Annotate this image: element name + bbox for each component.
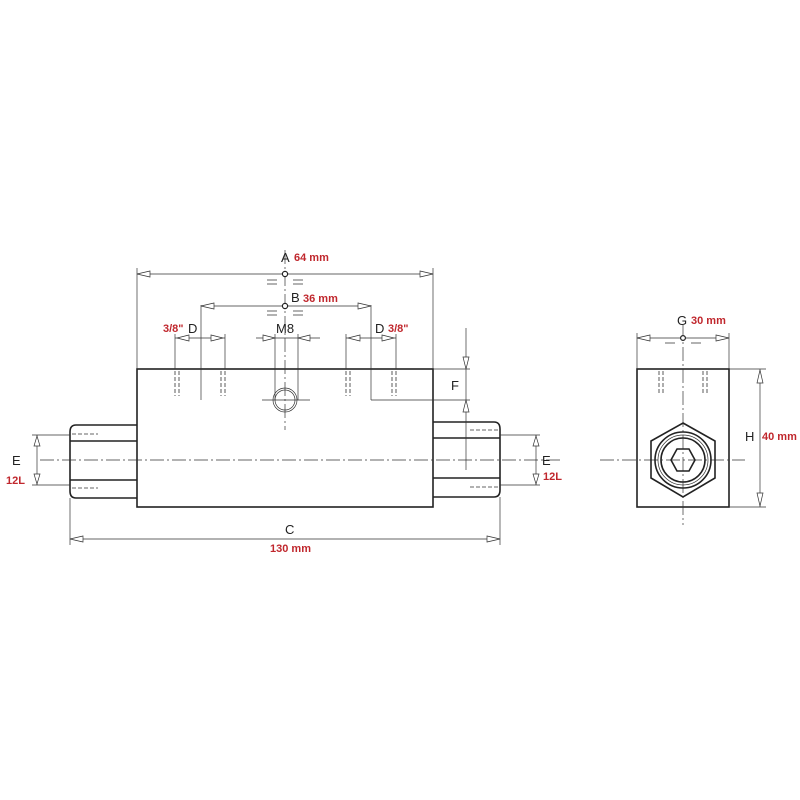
dim-b-letter: B: [291, 290, 300, 305]
dim-m8-label: M8: [276, 321, 294, 336]
dim-c-letter: C: [285, 522, 294, 537]
dimension-e-right: E 12L: [500, 434, 562, 486]
dim-a-value: 64 mm: [294, 252, 329, 264]
dim-e-left-letter: E: [12, 453, 21, 468]
dim-e-right-letter: E: [542, 453, 551, 468]
dimension-d-right: D 3/8": [345, 321, 409, 369]
dimension-a: A 64 mm: [136, 250, 434, 369]
dimension-m8: M8: [256, 321, 320, 400]
right-fitting: [433, 421, 501, 498]
dim-e-right-value: 12L: [543, 471, 562, 483]
dim-g-value: 30 mm: [691, 315, 726, 327]
dimension-d-left: 3/8" D: [163, 321, 226, 369]
side-view: G 30 mm H 40 mm: [600, 313, 797, 525]
dimension-f: F: [433, 328, 470, 470]
hidden-ports: [174, 371, 397, 396]
dimension-b: B 36 mm: [200, 290, 470, 401]
dim-d-right-value: 3/8": [388, 323, 409, 335]
dim-f-letter: F: [451, 378, 459, 393]
dim-g-letter: G: [677, 313, 687, 328]
front-view: A 64 mm B 36 mm 3/8" D M8: [6, 250, 562, 555]
dim-a-letter: A: [281, 250, 290, 265]
dimension-g: G 30 mm: [636, 313, 730, 369]
hex-plug: [650, 422, 716, 498]
dimension-e-left: E 12L: [6, 434, 70, 487]
dim-c-value: 130 mm: [270, 543, 311, 555]
dimension-c: C 130 mm: [69, 497, 501, 555]
dim-b-value: 36 mm: [303, 293, 338, 305]
dim-d-left-letter: D: [188, 321, 197, 336]
dimension-h: H 40 mm: [729, 368, 797, 508]
dim-h-letter: H: [745, 429, 754, 444]
m8-hole: [262, 387, 310, 413]
dim-d-left-value: 3/8": [163, 323, 184, 335]
dim-d-right-letter: D: [375, 321, 384, 336]
dim-e-left-value: 12L: [6, 475, 25, 487]
dim-h-value: 40 mm: [762, 431, 797, 443]
left-fitting: [69, 424, 137, 499]
